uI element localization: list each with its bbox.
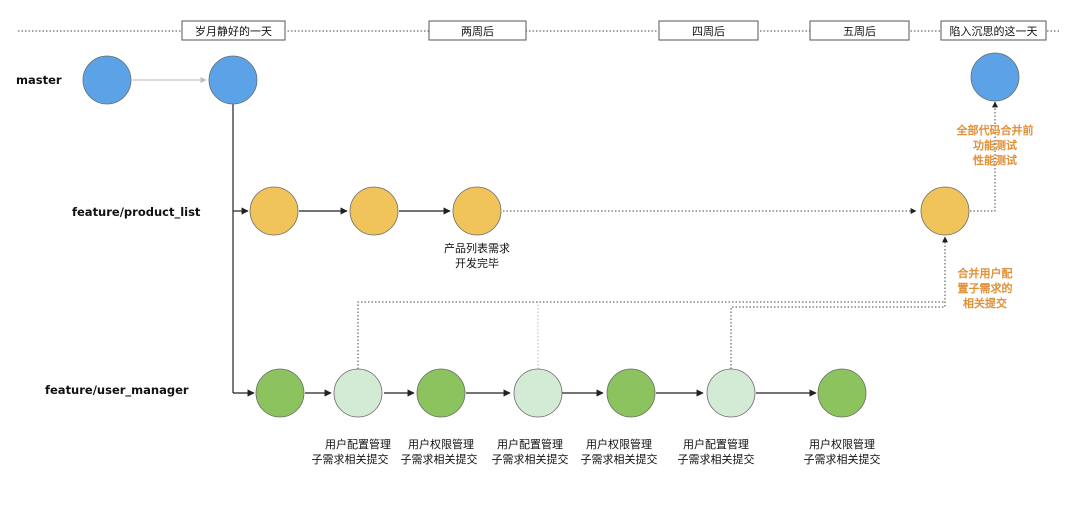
caption-user-1-line-1: 子需求相关提交 xyxy=(312,452,389,466)
commit-user-4 xyxy=(606,368,656,418)
commit-user-6 xyxy=(817,368,867,418)
commit-user-5 xyxy=(706,368,756,418)
timeline-box-1: 两周后 xyxy=(428,20,527,41)
caption-user-2-line-0: 用户权限管理 xyxy=(408,437,474,451)
caption-user-6-line-1: 子需求相关提交 xyxy=(804,452,881,466)
edge-user-config-merge-1 xyxy=(357,301,945,369)
caption-user-4-line-0: 用户权限管理 xyxy=(586,437,652,451)
caption-user-3-line-0: 用户配置管理 xyxy=(497,437,563,451)
caption-user-6-line-0: 用户权限管理 xyxy=(809,437,875,451)
note-merge-user-config-line-0: 合并用户配 xyxy=(958,266,1013,280)
commit-product-1 xyxy=(349,186,399,236)
commit-user-1 xyxy=(333,368,383,418)
edge-product-to-master xyxy=(970,101,998,212)
commit-user-2 xyxy=(416,368,466,418)
note-before-merge-line-2: 性能测试 xyxy=(973,153,1017,167)
commit-master-0 xyxy=(82,55,132,105)
caption-user-5-line-0: 用户配置管理 xyxy=(683,437,749,451)
caption-product-done-line-0: 产品列表需求 xyxy=(444,241,510,255)
caption-user-2-line-1: 子需求相关提交 xyxy=(401,452,478,466)
commit-product-0 xyxy=(249,186,299,236)
commit-master-1 xyxy=(208,55,258,105)
caption-product-done-line-1: 开发完毕 xyxy=(455,256,499,270)
branch-label-user-manager: feature/user_manager xyxy=(45,383,189,398)
timeline-box-4: 陷入沉思的这一天 xyxy=(940,20,1047,41)
caption-user-4-line-1: 子需求相关提交 xyxy=(581,452,658,466)
commit-product-2 xyxy=(452,186,502,236)
timeline-label-2: 四周后 xyxy=(692,25,725,38)
commit-product-3 xyxy=(920,186,970,236)
commit-user-0 xyxy=(255,368,305,418)
note-merge-user-config-line-2: 相关提交 xyxy=(963,296,1007,310)
note-before-merge-line-0: 全部代码合并前 xyxy=(956,123,1034,137)
timeline-box-2: 四周后 xyxy=(658,20,759,41)
timeline-label-4: 陷入沉思的这一天 xyxy=(950,24,1038,38)
caption-user-5-line-1: 子需求相关提交 xyxy=(678,452,755,466)
edge-user-config-merge-3 xyxy=(730,236,948,369)
branch-label-product-list: feature/product_list xyxy=(72,205,201,220)
timeline-box-3: 五周后 xyxy=(809,20,910,41)
timeline-label-3: 五周后 xyxy=(843,25,876,38)
note-merge-user-config-line-1: 置子需求的 xyxy=(958,281,1013,295)
timeline-box-0: 岁月静好的一天 xyxy=(181,20,286,41)
caption-user-1-line-0: 用户配置管理 xyxy=(325,437,391,451)
commit-master-2 xyxy=(970,52,1020,102)
caption-user-3-line-1: 子需求相关提交 xyxy=(492,452,569,466)
note-before-merge-line-1: 功能测试 xyxy=(973,138,1017,152)
timeline-label-1: 两周后 xyxy=(461,25,494,38)
timeline-label-0: 岁月静好的一天 xyxy=(195,24,272,38)
commit-user-3 xyxy=(513,368,563,418)
branch-label-master: master xyxy=(16,73,62,87)
